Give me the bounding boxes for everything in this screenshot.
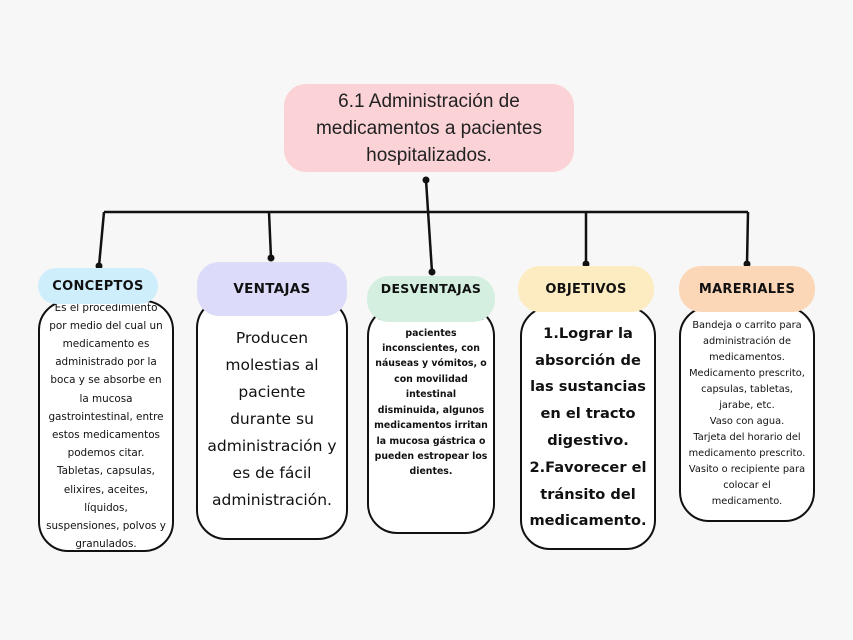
materiales-item: Medicamento prescrito, capsulas, tableta…	[689, 368, 805, 411]
materiales-item: Vasito o recipiente para colocar el medi…	[688, 464, 806, 507]
ventajas-header: VENTAJAS	[197, 262, 347, 316]
trunk-line	[424, 179, 434, 273]
branch-materiales	[745, 211, 750, 265]
materiales-box: Bandeja o carrito para administración de…	[679, 306, 815, 522]
conceptos-header: CONCEPTOS	[38, 268, 158, 304]
ventajas-box: Producen molestias al paciente durante s…	[196, 298, 348, 540]
conceptos-text: Es el procedimiento por medio del cual u…	[46, 301, 166, 551]
materiales-item: Bandeja o carrito para administración de…	[692, 320, 802, 363]
materiales-list: Bandeja o carrito para administración de…	[681, 318, 813, 510]
ventajas-text: Producen molestias al paciente durante s…	[207, 328, 337, 509]
conceptos-label: CONCEPTOS	[52, 278, 144, 294]
desventajas-box: No se administra en pacientes inconscien…	[367, 306, 495, 534]
objetivos-box: 1.Lograr la absorción de las sustancias …	[520, 306, 656, 550]
branch-conceptos	[97, 211, 106, 267]
node-dot-top	[422, 176, 430, 184]
desventajas-label: DESVENTAJAS	[380, 281, 482, 296]
materiales-header: MARERIALES	[679, 266, 815, 312]
main-title: 6.1 Administración de medicamentos a pac…	[284, 84, 574, 172]
objetivos-header: OBJETIVOS	[518, 266, 654, 312]
branch-ventajas	[267, 211, 273, 259]
objetivos-label: OBJETIVOS	[545, 281, 627, 297]
materiales-item: Tarjeta del horario del medicamento pres…	[688, 432, 806, 459]
objetivos-text: 1.Lograr la absorción de las sustancias …	[529, 324, 647, 530]
node-dot-conceptos	[95, 262, 103, 270]
node-dot-objetivos	[582, 260, 590, 268]
node-dot-desventajas	[428, 268, 436, 276]
desventajas-text: No se administra en pacientes inconscien…	[374, 312, 488, 478]
node-dot-ventajas	[267, 254, 275, 262]
desventajas-header: DESVENTAJAS	[367, 276, 495, 322]
materiales-label: MARERIALES	[698, 281, 796, 297]
conceptos-box: Es el procedimiento por medio del cual u…	[38, 300, 174, 552]
materiales-item: Vaso con agua.	[709, 416, 785, 427]
ventajas-label: VENTAJAS	[233, 281, 311, 297]
main-title-text: 6.1 Administración de medicamentos a pac…	[315, 90, 542, 166]
node-dot-materiales	[743, 260, 751, 268]
